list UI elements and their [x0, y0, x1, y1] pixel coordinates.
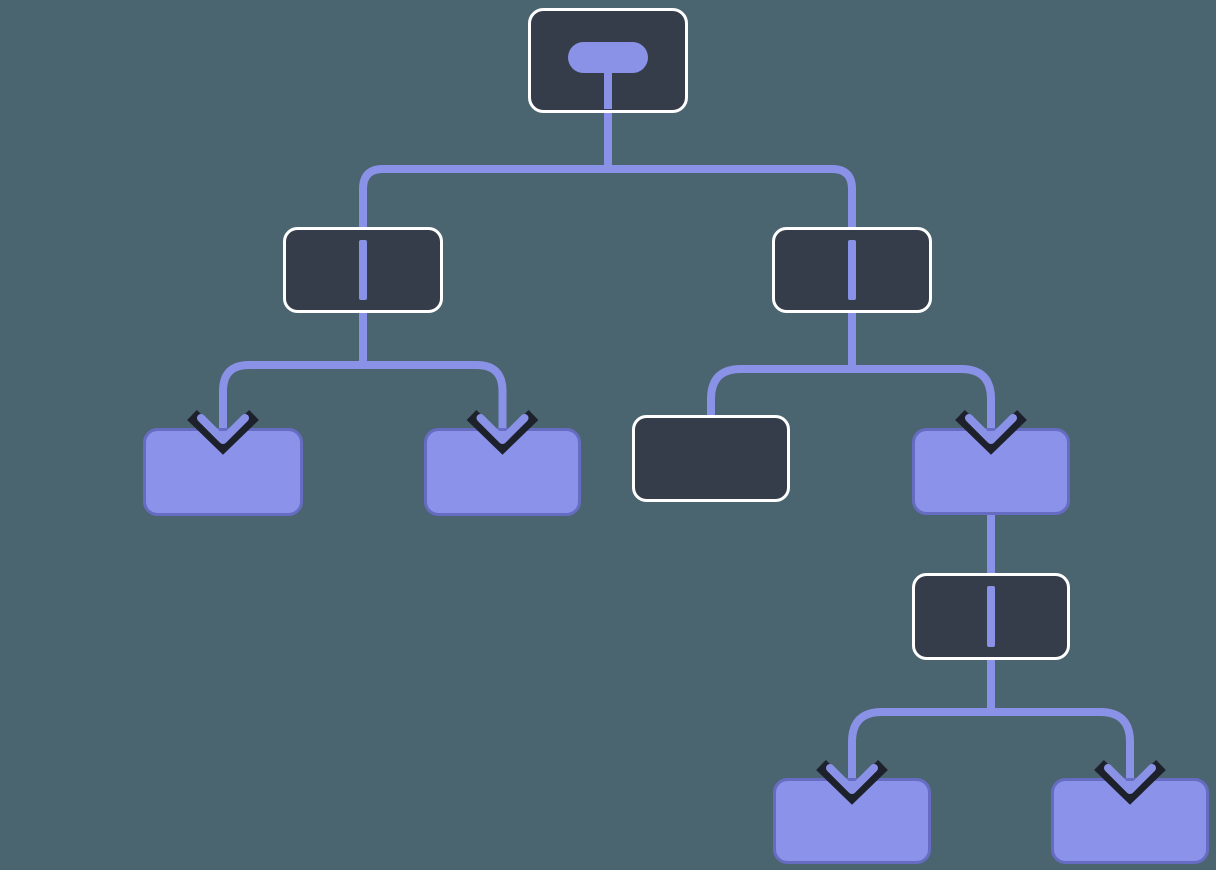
- connector-branch-left-to-leaf-b: [359, 307, 507, 440]
- node-leaf-e[interactable]: [1051, 778, 1209, 864]
- arrowhead-inner-chevron: [826, 764, 878, 794]
- pill-with-stem-icon: [568, 42, 648, 73]
- connector-branch-right-to-mid-purple: [848, 307, 995, 440]
- node-leaf-c-dark[interactable]: [632, 415, 790, 502]
- vertical-bar-icon: [848, 240, 856, 300]
- double-chevron-down-icon: [1094, 759, 1166, 805]
- vertical-bar-icon: [359, 240, 367, 300]
- node-leaf-a[interactable]: [143, 428, 303, 516]
- connector-branch-right-to-leaf-c-dark: [707, 307, 856, 421]
- node-mid-purple[interactable]: [912, 428, 1070, 515]
- node-leaf-d[interactable]: [773, 778, 931, 864]
- arrowhead-inner-chevron: [476, 414, 529, 444]
- connector-root-to-branch-left: [359, 107, 612, 233]
- connector-branch-lower-to-leaf-d: [848, 654, 995, 790]
- connector-branch-lower-to-leaf-e: [987, 654, 1134, 790]
- double-chevron-down-icon: [466, 409, 539, 455]
- connector-root-to-branch-right: [604, 107, 856, 233]
- double-chevron-down-icon: [816, 759, 888, 805]
- double-chevron-down-icon: [187, 409, 259, 455]
- double-chevron-down-icon: [955, 409, 1027, 455]
- arrowhead-inner-chevron: [965, 414, 1017, 444]
- arrowhead-inner-chevron: [1104, 764, 1156, 794]
- connector-branch-left-to-leaf-a: [219, 307, 367, 440]
- arrowhead-inner-chevron: [197, 414, 249, 444]
- node-leaf-b[interactable]: [424, 428, 581, 516]
- vertical-bar-icon: [987, 586, 995, 647]
- pill-stem: [604, 68, 612, 109]
